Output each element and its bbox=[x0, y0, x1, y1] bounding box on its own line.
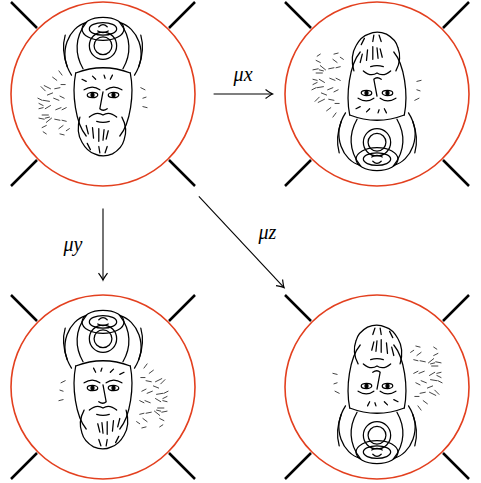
circle-node bbox=[10, 294, 196, 480]
map-label: μx bbox=[232, 63, 255, 85]
circle-outline bbox=[284, 1, 470, 187]
map-label: μy bbox=[62, 233, 85, 255]
arrow-connector bbox=[214, 93, 273, 94]
circle-node bbox=[10, 1, 196, 187]
map-label: μz bbox=[257, 221, 279, 243]
circle-outline bbox=[10, 1, 196, 187]
arrow-connector bbox=[102, 208, 103, 280]
arrow-connector bbox=[199, 196, 284, 287]
circle-node bbox=[284, 294, 470, 480]
circle-outline bbox=[11, 2, 195, 186]
circle-outline bbox=[285, 2, 469, 186]
face-picture bbox=[38, 17, 442, 463]
leg-lines bbox=[11, 2, 469, 479]
circle-outline bbox=[285, 295, 469, 479]
circle-outline bbox=[11, 295, 195, 479]
circle-outline bbox=[10, 294, 196, 480]
circle-outline bbox=[284, 294, 470, 480]
circle-node bbox=[284, 1, 470, 187]
